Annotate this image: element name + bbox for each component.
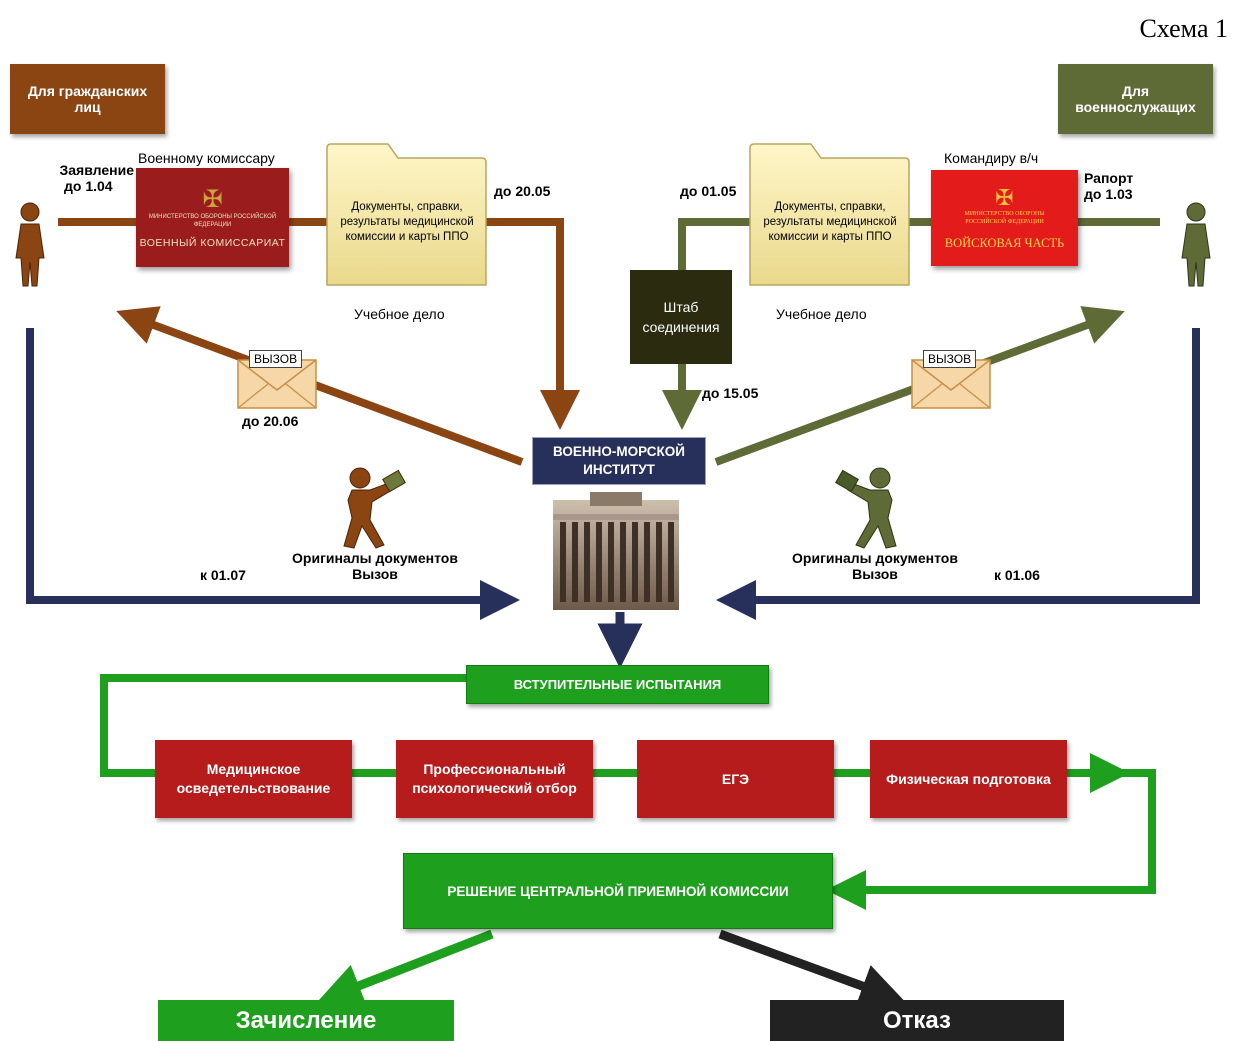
military-courier-icon [835,467,897,549]
unit-ministry-text: МИНИСТЕРСТВО ОБОРОНЫ РОССИЙСКОЙ ФЕДЕРАЦИ… [964,210,1045,225]
civilian-call-tag: ВЫЗОВ [249,350,303,368]
military-call-tag: ВЫЗОВ [923,350,977,368]
accept-text: Зачисление [235,1006,377,1034]
application-label: Заявление до 1.04 [34,162,135,194]
military-commissariat-emblem: ✠ МИНИСТЕРСТВО ОБОРОНЫ РОССИЙСКОЙ ФЕДЕРА… [136,168,289,267]
commissariat-ministry-text: МИНИСТЕРСТВО ОБОРОНЫ РОССИЙСКОЙ ФЕДЕРАЦИ… [148,213,277,228]
civilian-envelope-icon [237,359,317,409]
institute-text: ВОЕННО-МОРСКОЙ ИНСТИТУТ [552,444,686,477]
military-originals-label: Оригиналы документов Вызов [770,550,980,582]
report-text: Рапорт [1084,170,1134,186]
entrance-tests-box: ВСТУПИТЕЛЬНЫЕ ИСПЫТАНИЯ [466,665,769,704]
application-text: Заявление [59,162,135,178]
institute-building-icon [553,492,679,610]
military-person-icon [1181,202,1211,287]
test-medical-box: Медицинское осведетельствование [155,740,352,818]
unit-commander-addressee: Командиру в/ч [944,150,1039,166]
military-folder-text: Документы, справки, результаты медицинск… [763,201,897,243]
decision-text: РЕШЕНИЕ ЦЕНТРАЛЬНОЙ ПРИЕМНОЙ КОМИССИИ [447,883,789,899]
civil-call-arrow [116,306,524,466]
reject-box: Отказ [770,1000,1064,1041]
military-envelope-icon [911,359,991,409]
civilian-courier-icon [343,467,406,549]
hq-text: Штаб соединения [642,299,720,335]
military-originals-line2: Вызов [852,566,898,582]
hq-deadline: до 15.05 [702,385,759,401]
civilian-originals-deadline: к 01.07 [200,567,246,583]
hq-box: Штаб соединения [630,270,732,364]
military-originals-line1: Оригиналы документов [792,550,958,566]
civilian-person-icon [15,202,45,287]
test-physical-text: Физическая подготовка [886,770,1051,787]
reject-arrow [718,929,906,1008]
civil-originals-line [26,328,520,620]
tests-loop-line [100,674,1130,793]
civilian-folder-deadline: до 20.05 [494,183,551,199]
civilian-folder-label: Учебное дело [354,306,445,322]
military-folder-label: Учебное дело [776,306,867,322]
institute-box: ВОЕННО-МОРСКОЙ ИНСТИТУТ [532,437,706,485]
accept-box: Зачисление [158,1000,454,1041]
commissariat-name: ВОЕННЫЙ КОМИССАРИАТ [139,236,286,249]
unit-name: ВОЙСКОВАЯ ЧАСТЬ [944,235,1065,250]
civilian-originals-line2: Вызов [352,566,398,582]
military-originals-deadline: к 01.06 [994,567,1040,583]
military-header: Для военнослужащих [1058,64,1213,134]
application-deadline: до 1.04 [64,178,113,194]
military-call-arrow [714,306,1125,466]
report-deadline: до 1.03 [1084,186,1133,202]
civilians-header-text: Для гражданских лиц [27,83,148,115]
civilians-header: Для гражданских лиц [10,64,165,134]
decision-box: РЕШЕНИЕ ЦЕНТРАЛЬНОЙ ПРИЕМНОЙ КОМИССИИ [403,853,833,929]
civilian-call-deadline: до 20.06 [242,413,299,429]
civilian-originals-line1: Оригиналы документов [292,550,458,566]
entrance-tests-text: ВСТУПИТЕЛЬНЫЕ ИСПЫТАНИЯ [513,677,722,692]
eagle-icon: ✠ [202,185,223,213]
test-medical-text: Медицинское осведетельствование [176,761,331,796]
test-exam-text: ЕГЭ [721,771,750,787]
reject-text: Отказ [882,1006,951,1034]
civilian-originals-label: Оригиналы документов Вызов [270,550,480,582]
commissar-addressee: Военному комиссару [138,150,275,166]
accept-arrow [317,929,494,1007]
report-label: Рапорт до 1.03 [1084,170,1133,202]
test-exam-box: ЕГЭ [637,740,834,818]
test-physical-box: Физическая подготовка [870,740,1067,818]
eagle-icon: ✠ [995,184,1014,210]
military-folder-deadline: до 01.05 [680,183,737,199]
test-psych-box: Профессиональный психологический отбор [396,740,593,818]
military-unit-emblem: ✠ МИНИСТЕРСТВО ОБОРОНЫ РОССИЙСКОЙ ФЕДЕРА… [931,170,1078,266]
civilian-folder-icon [326,143,487,286]
military-folder-icon [749,143,910,286]
test-psych-text: Профессиональный психологический отбор [412,761,577,796]
military-originals-line [716,328,1200,620]
civilian-folder-text: Документы, справки, результаты медицинск… [340,201,474,243]
military-header-text: Для военнослужащих [1075,83,1196,115]
scheme-label: Схема 1 [1139,14,1228,43]
tests-to-decision-line [826,769,1156,910]
